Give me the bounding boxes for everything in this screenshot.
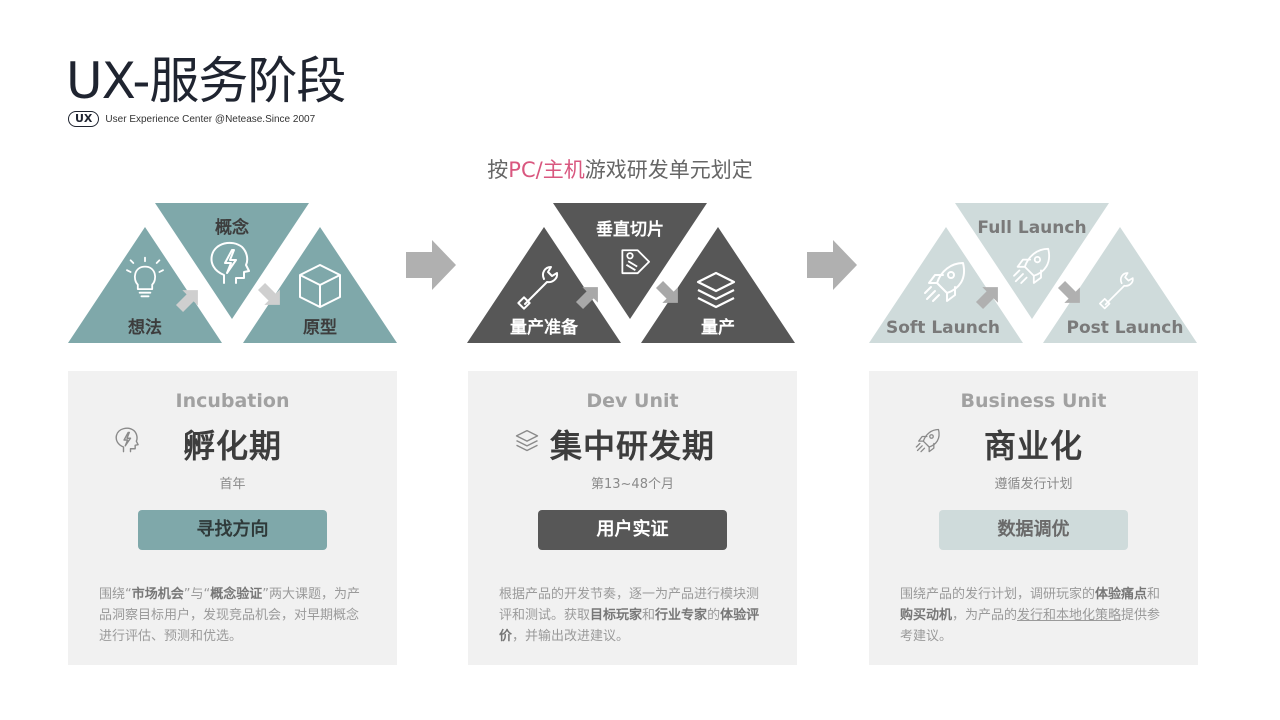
triangle-full-launch [955, 203, 1109, 319]
triangle-vertical-slice [553, 203, 707, 319]
desc-text: ，并输出改进建议。 [512, 629, 630, 644]
card-description: 根据产品的开发节奏，逐一为产品进行模块测评和测试。获取目标玩家和行业专家的体验评… [499, 584, 767, 647]
desc-text: 提供参考建议。 [900, 608, 1161, 644]
desc-underline: 发行和本地化策略 [1017, 608, 1122, 623]
page-title: UX-服务阶段 [66, 52, 346, 110]
phase-card-dev-unit: Dev Unit 集中研发期 第13~48个月 用户实证 根据产品的开发节奏，逐… [468, 371, 797, 665]
phase-triangle-diagram: 想法 概念 原型 量产准备 垂直切片 量产 [68, 203, 1197, 343]
desc-emphasis: 体验痛点 [1095, 587, 1148, 602]
phase-1-triangles: 想法 概念 原型 [68, 203, 397, 343]
triangle-label-full-launch: Full Launch [977, 218, 1086, 238]
desc-emphasis: 目标玩家 [590, 608, 643, 623]
desc-text: 和 [642, 608, 656, 623]
triangle-post-launch [1043, 227, 1197, 343]
phase-2-triangles: 量产准备 垂直切片 量产 [467, 203, 795, 343]
card-period: 首年 [219, 477, 246, 492]
desc-text: 围绕“ [99, 587, 132, 602]
desc-text: 和 [1147, 587, 1161, 602]
desc-emphasis: 购买动机 [900, 608, 953, 623]
subtitle-text: User Experience Center @Netease.Since 20… [105, 113, 316, 125]
phase-3-triangles: Soft Launch Full Launch Post Launch [869, 203, 1197, 343]
card-period: 第13~48个月 [591, 477, 674, 492]
diagonal-arrow-down-icon [655, 280, 678, 303]
card-chinese-title: 孵化期 [182, 427, 282, 465]
triangle-label-idea: 想法 [128, 317, 162, 338]
diagonal-arrow-up-icon [975, 287, 998, 310]
triangle-label-soft-launch: Soft Launch [886, 318, 1000, 338]
layers-icon [515, 429, 539, 452]
phase-card-incubation: Incubation 孵化期 首年 寻找方向 围绕“市场机会”与“概念验证”两大… [68, 371, 397, 665]
triangle-label-preproduction: 量产准备 [510, 317, 579, 338]
headline-prefix: 按 [487, 158, 509, 182]
user-validation-button[interactable]: 用户实证 [538, 510, 727, 550]
card-english-title: Business Unit [960, 390, 1107, 412]
data-tuning-button[interactable]: 数据调优 [939, 510, 1128, 550]
desc-text: 根据产品的开发节奏，逐一为产品进行模块测评和测试。获取 [499, 587, 760, 623]
card-description: 围绕“市场机会”与“概念验证”两大课题，为产品洞察目标用户，发现竞品机会，对早期… [99, 584, 367, 647]
next-phase-arrow-icon [406, 240, 456, 290]
desc-text: 围绕产品的发行计划，调研玩家的 [900, 587, 1096, 602]
card-chinese-title: 商业化 [983, 427, 1083, 465]
card-period: 遵循发行计划 [994, 477, 1073, 492]
diagonal-arrow-up-icon [175, 290, 198, 313]
subtitle-row: UX User Experience Center @Netease.Since… [68, 111, 315, 127]
triangle-label-production: 量产 [701, 317, 735, 338]
diagonal-arrow-down-icon [257, 282, 280, 305]
triangle-label-vertical-slice: 垂直切片 [596, 219, 664, 240]
find-direction-button[interactable]: 寻找方向 [138, 510, 327, 550]
desc-text: 的 [707, 608, 721, 623]
triangle-label-post-launch: Post Launch [1067, 318, 1184, 338]
headline-highlight: PC/主机 [508, 158, 585, 182]
desc-text: ”与“ [183, 587, 211, 602]
desc-emphasis: 体验评价 [499, 608, 760, 644]
card-chinese-title: 集中研发期 [549, 427, 715, 465]
triangle-label-concept: 概念 [215, 217, 249, 238]
triangle-idea [68, 227, 222, 343]
headline-suffix: 游戏研发单元划定 [584, 158, 753, 182]
section-headline: 按PC/主机游戏研发单元划定 [0, 154, 1240, 184]
triangle-soft-launch [869, 227, 1023, 343]
rocket-launch-icon [915, 428, 940, 453]
diagonal-arrow-down-icon [1057, 280, 1080, 303]
desc-emphasis: 行业专家 [655, 608, 708, 623]
idea-head-icon [115, 427, 139, 453]
card-english-title: Incubation [175, 390, 290, 412]
phase-card-business-unit: Business Unit 商业化 遵循发行计划 数据调优 围绕产品的发行计划，… [869, 371, 1198, 665]
diagonal-arrow-up-icon [575, 287, 598, 310]
triangle-production [641, 227, 795, 343]
card-english-title: Dev Unit [586, 390, 679, 412]
desc-emphasis: 市场机会 [131, 587, 184, 602]
desc-emphasis: 概念验证 [210, 587, 263, 602]
next-phase-arrow-icon [807, 240, 857, 290]
card-description: 围绕产品的发行计划，调研玩家的体验痛点和购买动机，为产品的发行和本地化策略提供参… [900, 584, 1168, 647]
desc-text: ”两大课题，为产品洞察目标用户，发现竞品机会，对早期概念进行评估、预测和优选。 [99, 587, 361, 644]
triangle-label-prototype: 原型 [303, 317, 337, 338]
desc-text: ，为产品的 [952, 608, 1018, 623]
ux-logo-badge: UX [68, 111, 100, 127]
